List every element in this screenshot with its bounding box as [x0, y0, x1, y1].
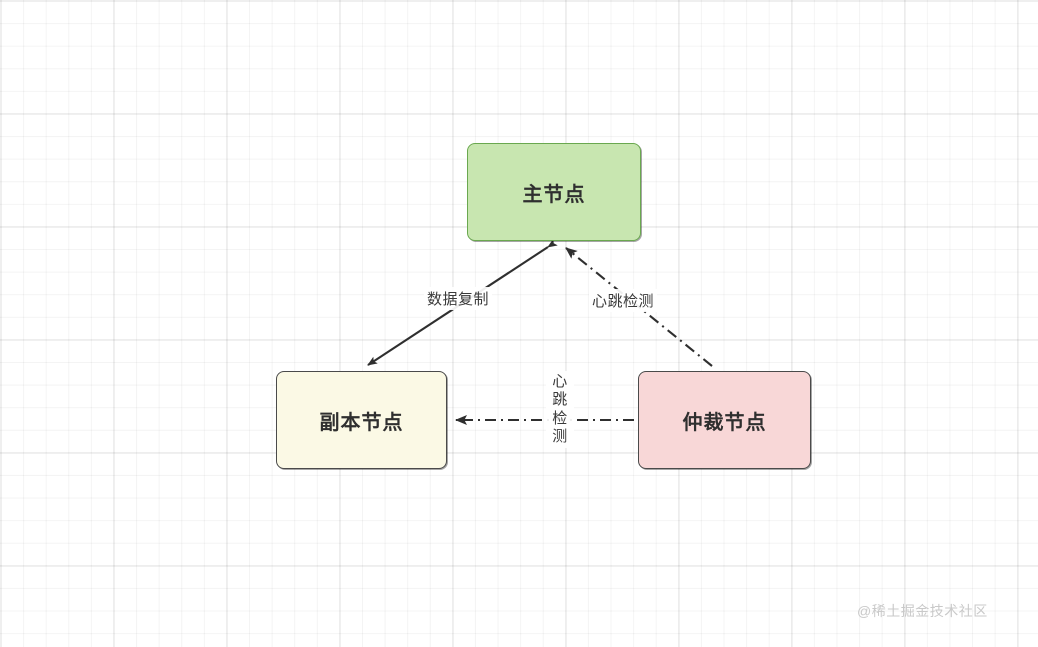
node-replica-label: 副本节点 [319, 411, 404, 434]
node-primary-label: 主节点 [522, 183, 586, 206]
node-arbiter-label: 仲裁节点 [682, 411, 767, 434]
node-arbiter[interactable]: 仲裁节点 [638, 371, 811, 469]
edge-label-heartbeat-primary: 心跳检测 [589, 289, 658, 312]
node-replica[interactable]: 副本节点 [276, 371, 447, 469]
edge-label-replication: 数据复制 [424, 287, 493, 310]
watermark: @稀土掘金技术社区 [857, 603, 988, 619]
node-primary[interactable]: 主节点 [467, 143, 641, 241]
edge-label-heartbeat-replica: 心跳检测 [546, 371, 574, 449]
